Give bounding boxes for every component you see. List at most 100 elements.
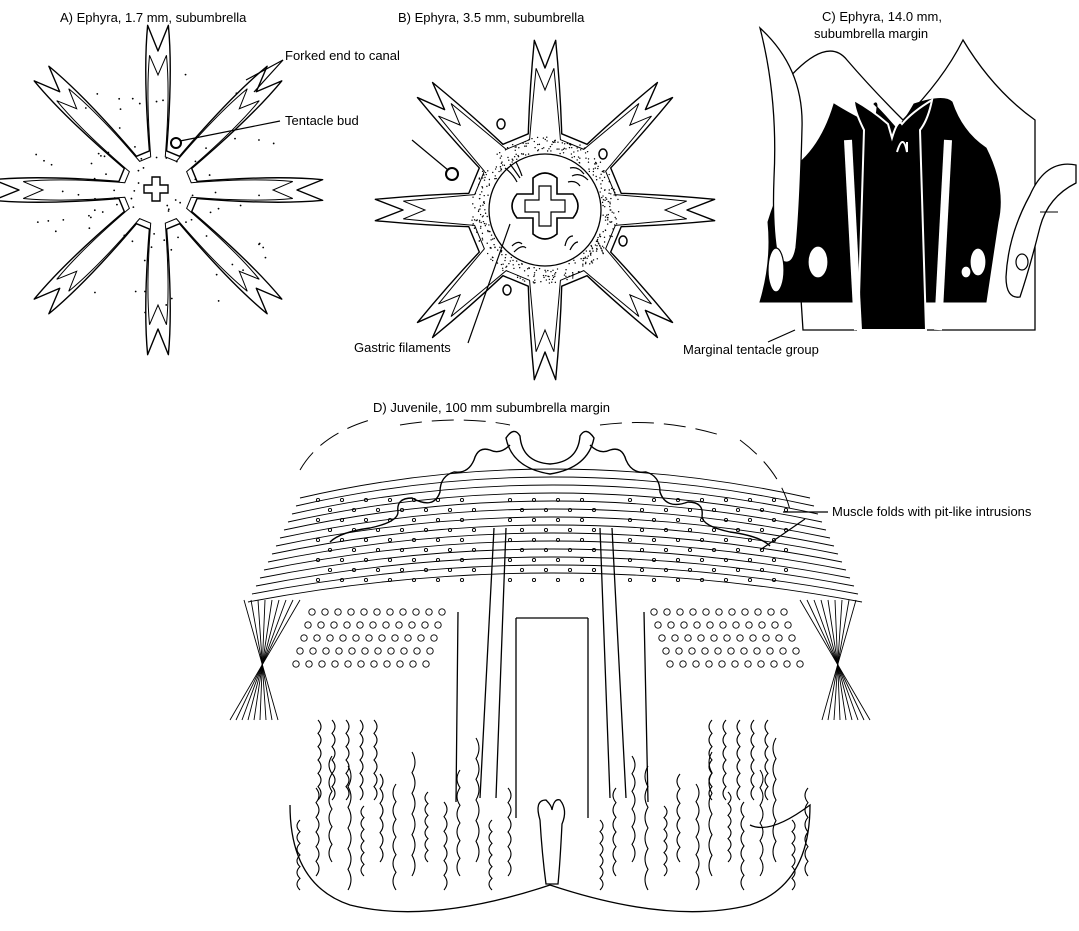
pit-intrusion	[776, 635, 782, 641]
stipple-dot	[489, 183, 490, 184]
stipple-dot	[525, 143, 526, 144]
pit-intrusion	[422, 622, 428, 628]
stipple-dot	[165, 304, 167, 306]
pit-intrusion	[685, 635, 691, 641]
pit-intrusion	[767, 648, 773, 654]
frond-lobe	[773, 738, 776, 862]
pit-intrusion	[580, 578, 583, 581]
stipple-dot	[484, 179, 485, 180]
stipple-dot	[504, 260, 505, 261]
stipple-dot	[579, 144, 580, 145]
stipple-dot	[604, 237, 605, 238]
pit-intrusion	[508, 558, 511, 561]
stipple-dot	[156, 101, 158, 103]
stipple-dot	[607, 217, 608, 218]
stipple-dot	[580, 258, 581, 259]
stipple-dot	[165, 157, 167, 159]
stipple-dot	[613, 194, 614, 195]
stipple-dot	[502, 268, 503, 269]
stipple-dot	[565, 269, 566, 270]
pit-intrusion	[750, 635, 756, 641]
stipple-dot	[479, 177, 480, 178]
pit-intrusion	[388, 538, 391, 541]
stipple-dot	[480, 205, 481, 206]
label-gastric-filaments: Gastric filaments	[354, 340, 451, 355]
stipple-dot	[501, 254, 502, 255]
stipple-dot	[596, 249, 597, 250]
pit-intrusion	[667, 661, 673, 667]
stipple-dot	[594, 163, 595, 164]
pit-intrusion	[556, 558, 559, 561]
pit-intrusion	[736, 508, 739, 511]
pit-intrusion	[340, 558, 343, 561]
pit-intrusion	[640, 568, 643, 571]
stipple-dot	[484, 177, 485, 178]
pit-intrusion	[379, 635, 385, 641]
stipple-dot	[534, 141, 535, 142]
pit-intrusion	[544, 528, 547, 531]
stipple-dot	[521, 264, 522, 265]
stipple-dot	[495, 178, 496, 179]
stipple-dot	[604, 189, 605, 190]
stipple-dot	[589, 251, 590, 252]
muscle-fold-line	[260, 549, 850, 578]
stipple-dot	[156, 157, 158, 159]
stipple-dot	[593, 171, 594, 172]
pit-intrusion	[655, 622, 661, 628]
pit-intrusion	[694, 622, 700, 628]
frond-lobe	[374, 720, 377, 800]
stipple-dot	[144, 312, 146, 314]
pit-intrusion	[568, 528, 571, 531]
stipple-dot	[571, 153, 572, 154]
stipple-dot	[545, 271, 546, 272]
stipple-dot	[547, 270, 548, 271]
pit-intrusion	[436, 518, 439, 521]
pit-intrusion	[784, 661, 790, 667]
stipple-dot	[585, 157, 586, 158]
stipple-dot	[593, 174, 594, 175]
stipple-dot	[552, 275, 553, 276]
pit-intrusion	[771, 661, 777, 667]
pit-intrusion	[592, 528, 595, 531]
stipple-dot	[609, 203, 610, 204]
pit-intrusion	[544, 568, 547, 571]
pit-intrusion	[556, 518, 559, 521]
stipple-dot	[485, 225, 486, 226]
stipple-dot	[138, 182, 140, 184]
frond-lobe	[444, 802, 447, 890]
stipple-dot	[588, 158, 589, 159]
stipple-dot	[492, 172, 493, 173]
pit-intrusion	[698, 635, 704, 641]
pit-intrusion	[712, 528, 715, 531]
stipple-dot	[216, 274, 218, 276]
stipple-dot	[132, 240, 134, 242]
pit-intrusion	[793, 648, 799, 654]
stipple-dot	[588, 255, 589, 256]
pit-intrusion	[748, 578, 751, 581]
stipple-dot	[597, 168, 598, 169]
stipple-dot	[176, 161, 178, 163]
stipple-dot	[611, 221, 612, 222]
stipple-dot	[595, 162, 596, 163]
muscle-fold-line	[288, 493, 822, 522]
pit-intrusion	[580, 518, 583, 521]
stipple-dot	[500, 170, 501, 171]
muscle-fold-line	[256, 557, 854, 586]
frond-lobe	[508, 788, 511, 876]
stipple-dot	[177, 236, 179, 238]
stipple-dot	[513, 268, 514, 269]
stipple-dot	[522, 154, 523, 155]
stipple-dot	[171, 298, 173, 300]
stipple-dot	[585, 262, 586, 263]
frond-lobe	[632, 756, 635, 862]
stipple-dot	[603, 170, 604, 171]
stipple-dot	[592, 248, 593, 249]
stipple-dot	[543, 147, 544, 148]
stipple-dot	[528, 139, 529, 140]
pit-intrusion	[508, 538, 511, 541]
muscle-pits-d	[293, 498, 803, 667]
stipple-dot	[119, 127, 121, 129]
stipple-dot	[144, 291, 146, 293]
stipple-dot	[609, 235, 610, 236]
pit-intrusion	[364, 518, 367, 521]
